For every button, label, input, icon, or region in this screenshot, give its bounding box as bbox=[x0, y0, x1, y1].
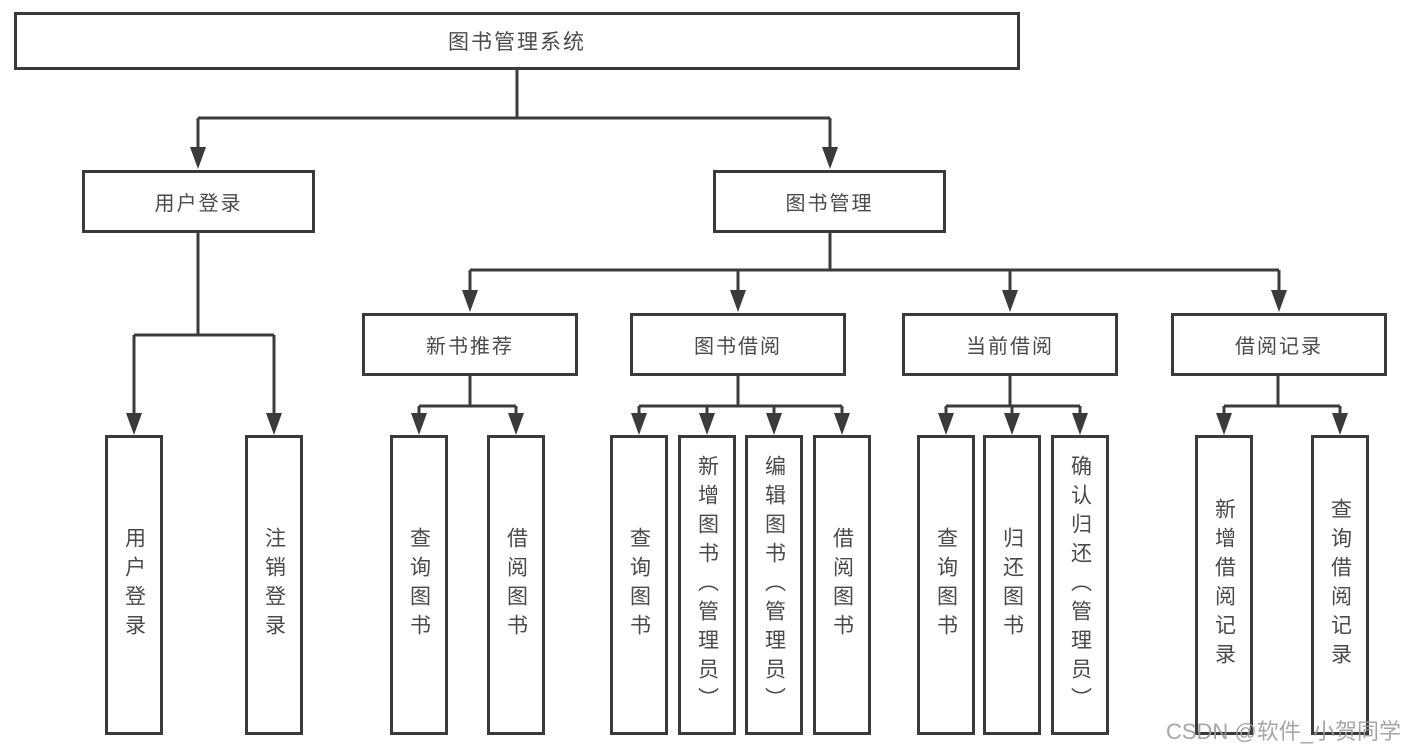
leaf-current-query-books-label: 查询图书 bbox=[934, 527, 958, 643]
leaf-recommend-query-books: 查询图书 bbox=[390, 435, 448, 735]
node-root: 图书管理系统 bbox=[14, 12, 1020, 70]
leaf-borrow-books-label: 借阅图书 bbox=[830, 527, 854, 643]
node-book-borrow: 图书借阅 bbox=[630, 313, 846, 376]
node-root-label: 图书管理系统 bbox=[448, 31, 586, 54]
leaf-borrow-query-books-label: 查询图书 bbox=[627, 527, 651, 643]
leaf-user-login: 用户登录 bbox=[105, 435, 163, 735]
leaf-recommend-borrow-books: 借阅图书 bbox=[487, 435, 545, 735]
node-borrow-records: 借阅记录 bbox=[1171, 313, 1387, 376]
leaf-borrow-query-books: 查询图书 bbox=[610, 435, 668, 735]
node-user-login: 用户登录 bbox=[82, 170, 315, 233]
leaf-add-books-admin-label: 新增图书（管理员） bbox=[695, 454, 719, 716]
leaf-add-borrow-record-label: 新增借阅记录 bbox=[1212, 498, 1236, 672]
leaf-recommend-query-books-label: 查询图书 bbox=[407, 527, 431, 643]
leaf-user-login-label: 用户登录 bbox=[122, 527, 146, 643]
leaf-edit-books-admin-label: 编辑图书（管理员） bbox=[762, 454, 786, 716]
leaf-edit-books-admin: 编辑图书（管理员） bbox=[745, 435, 803, 735]
node-book-borrow-label: 图书借阅 bbox=[694, 336, 782, 358]
leaf-recommend-borrow-books-label: 借阅图书 bbox=[504, 527, 528, 643]
node-book-management: 图书管理 bbox=[713, 170, 946, 233]
node-borrow-records-label: 借阅记录 bbox=[1235, 336, 1323, 358]
leaf-return-books-label: 归还图书 bbox=[1000, 527, 1024, 643]
leaf-logout-label: 注销登录 bbox=[262, 527, 286, 643]
leaf-current-query-books: 查询图书 bbox=[917, 435, 975, 735]
leaf-confirm-return-admin: 确认归还（管理员） bbox=[1051, 435, 1109, 735]
leaf-query-borrow-record-label: 查询借阅记录 bbox=[1328, 498, 1352, 672]
node-current-borrow-label: 当前借阅 bbox=[966, 336, 1054, 358]
node-user-login-label: 用户登录 bbox=[154, 193, 243, 215]
node-new-book-recommend-label: 新书推荐 bbox=[426, 336, 514, 358]
node-current-borrow: 当前借阅 bbox=[902, 313, 1118, 376]
node-new-book-recommend: 新书推荐 bbox=[362, 313, 578, 376]
watermark-text: CSDN @软件_小贺同学 bbox=[1165, 719, 1401, 744]
leaf-logout: 注销登录 bbox=[245, 435, 303, 735]
node-book-management-label: 图书管理 bbox=[785, 193, 874, 215]
leaf-return-books: 归还图书 bbox=[983, 435, 1041, 735]
leaf-add-borrow-record: 新增借阅记录 bbox=[1195, 435, 1253, 735]
leaf-confirm-return-admin-label: 确认归还（管理员） bbox=[1068, 454, 1092, 716]
leaf-query-borrow-record: 查询借阅记录 bbox=[1311, 435, 1369, 735]
leaf-add-books-admin: 新增图书（管理员） bbox=[678, 435, 736, 735]
leaf-borrow-books: 借阅图书 bbox=[813, 435, 871, 735]
